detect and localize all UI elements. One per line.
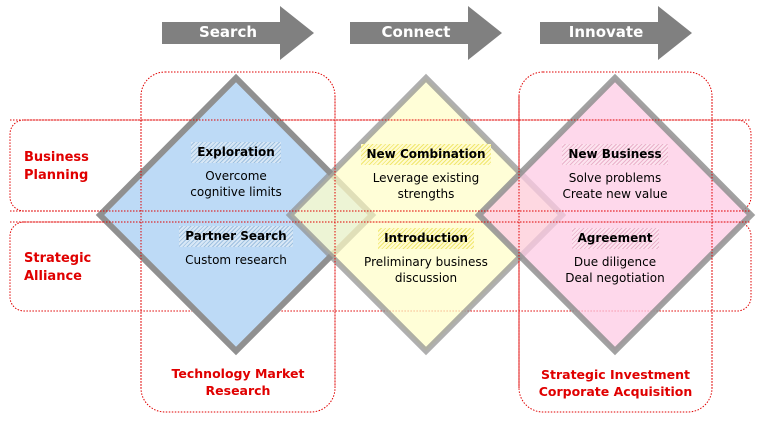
cell-partner-search: Partner Search Custom research <box>136 225 336 268</box>
outcome-innovate: Strategic Investment Corporate Acquisiti… <box>538 367 693 399</box>
diamond-innovate <box>474 73 756 356</box>
cell-title: New Business <box>562 144 668 165</box>
cell-title: Introduction <box>378 228 474 249</box>
row-label-strategic-alliance: Strategic Alliance <box>24 251 92 284</box>
cell-introduction: Introduction Preliminary business discus… <box>326 227 526 286</box>
stage-arrow-connect <box>350 6 502 60</box>
stage-arrow-innovate <box>540 6 692 60</box>
cell-title: Agreement <box>571 228 659 249</box>
diamond-search <box>95 73 377 356</box>
column-frame-search <box>140 71 336 413</box>
cell-agreement: Agreement Due diligence Deal negotiation <box>515 227 715 286</box>
stage-label-connect: Connect <box>381 23 451 41</box>
cell-new-business: New Business Solve problems Create new v… <box>515 143 715 202</box>
row-label-business-planning: Business Planning <box>24 150 89 183</box>
row-frame-strategic-alliance <box>9 221 752 312</box>
cell-title: New Combination <box>360 144 492 165</box>
cell-title: Exploration <box>191 142 281 163</box>
cell-exploration: Exploration Overcome cognitive limits <box>136 141 336 200</box>
cell-title: Partner Search <box>179 226 293 247</box>
stage-label-innovate: Innovate <box>568 23 644 41</box>
cell-new-combination: New Combination Leverage existing streng… <box>326 143 526 202</box>
outcome-search: Technology Market Research <box>171 366 305 398</box>
stage-label-search: Search <box>198 23 258 41</box>
stage-arrow-search <box>162 6 314 60</box>
